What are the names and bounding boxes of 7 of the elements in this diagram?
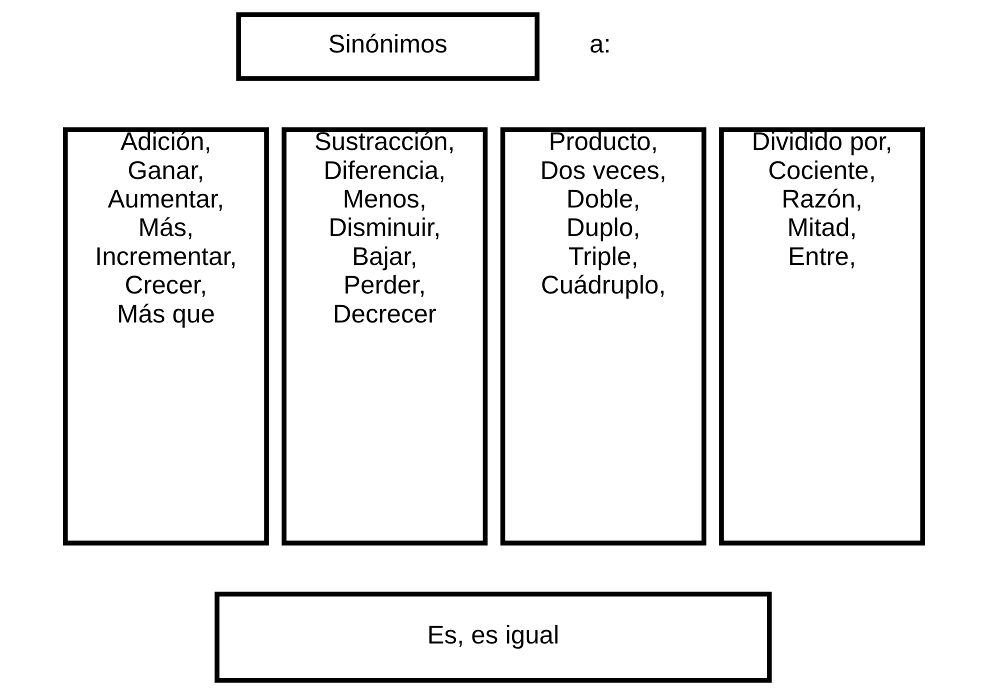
node-box: Sustracción, Diferencia, Menos, Disminuir, Bajar, Perder, Decrecer bbox=[282, 127, 488, 546]
node-box: Adición, Ganar, Aumentar, Más, Incrementar, Crecer, Más que bbox=[63, 127, 269, 546]
node-box: Dividido por, Cociente, Razón, Mitad, Entre, bbox=[719, 127, 925, 546]
node-box: Es, es igual bbox=[214, 592, 772, 683]
node-box: Sinónimos bbox=[236, 12, 540, 81]
node-box: Producto, Dos veces, Doble, Duplo, Triple, Cuádruplo, bbox=[500, 127, 706, 546]
label: a: bbox=[590, 30, 611, 59]
